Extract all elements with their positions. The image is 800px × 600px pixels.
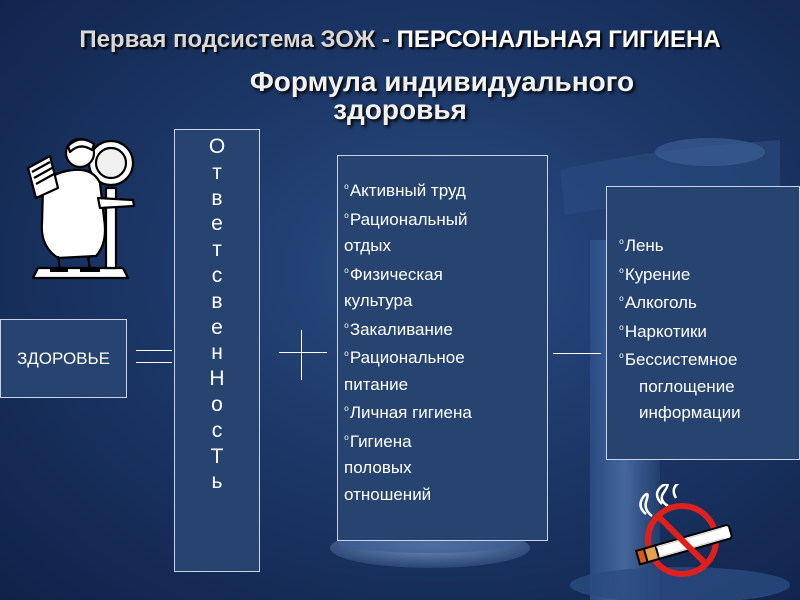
bullet-icon: ⁰ [619, 351, 624, 365]
list-item-line: ⁰Наркотики [619, 317, 795, 346]
health-term-label: ЗДОРОВЬЕ [16, 348, 111, 368]
bullet-icon: ⁰ [619, 265, 624, 280]
list-item-text: Закаливание [349, 319, 453, 339]
list-item-text: питание [344, 374, 409, 394]
no-smoking-icon [634, 484, 733, 577]
list-item-line: питание [344, 372, 543, 399]
vertical-letter: в [211, 289, 223, 313]
list-item-text: Активный труд [349, 181, 466, 200]
list-item-line: поглощение [619, 374, 795, 401]
title-prefix: Первая подсистема ЗОЖ - [79, 26, 397, 53]
list-item-text: Личная гигиена [349, 403, 472, 422]
bullet-icon: ⁰ [344, 182, 349, 196]
list-item-text: Курение [624, 264, 691, 284]
list-item-line: ⁰Курение [619, 260, 795, 289]
vertical-letter: н [211, 341, 223, 365]
bullet-icon: ⁰ [619, 294, 624, 308]
slide-subtitle: Формула индивидуального здоровья [0, 68, 800, 124]
vertical-letter: ь [211, 470, 223, 494]
plus-sign-vertical [301, 330, 302, 380]
list-item-text: отдых [344, 236, 391, 255]
list-item-line: ⁰Алкоголь [619, 288, 795, 317]
vertical-letter: с [211, 418, 223, 442]
slide-title: Первая подсистема ЗОЖ - ПЕРСОНАЛЬНАЯ ГИГ… [0, 26, 800, 54]
list-item-line: информации [619, 400, 795, 427]
list-item-line: ⁰Личная гигиена [344, 398, 543, 427]
vertical-letter: в [211, 186, 223, 210]
bullet-icon: ⁰ [619, 322, 624, 337]
vertical-letter: т [212, 238, 222, 262]
subtitle-line-1: Формула индивидуального [249, 66, 635, 97]
doctor-scale-illustration [26, 137, 136, 280]
list-item-line: ⁰Рациональный [344, 205, 543, 234]
list-item-line: ⁰Физическая [344, 260, 543, 289]
list-item-text: Физическая [349, 264, 443, 284]
bullet-icon: ⁰ [344, 320, 349, 335]
vertical-letter: с [211, 263, 223, 287]
list-item-line: культура [344, 288, 543, 315]
equals-sign-bottom-line [136, 362, 172, 363]
bullet-icon: ⁰ [344, 432, 349, 447]
subtitle-line-2: здоровья [333, 94, 467, 125]
list-item-text: информации [639, 403, 741, 422]
list-item-text: Алкоголь [624, 293, 697, 312]
equals-sign-top-line [136, 350, 172, 351]
list-item-line: отношений [344, 482, 543, 509]
list-item-text: поглощение [639, 376, 735, 396]
list-item-line: половых [344, 455, 543, 482]
bullet-icon: ⁰ [344, 404, 349, 418]
list-item-text: Лень [624, 236, 664, 255]
list-item-text: отношений [344, 484, 432, 504]
list-item-text: Гигиена [349, 431, 412, 451]
list-item-line: ⁰Гигиена [344, 427, 543, 456]
plus-sign-horizontal [279, 352, 327, 353]
bullet-icon: ⁰ [344, 265, 349, 280]
bullet-icon: ⁰ [344, 210, 349, 225]
list-item-line: ⁰Активный труд [344, 176, 543, 205]
minus-sign [553, 353, 601, 354]
title-accent: ПЕРСОНАЛЬНАЯ ГИГИЕНА [396, 26, 721, 53]
vertical-letter: Т [210, 444, 224, 468]
list-item-text: половых [344, 458, 412, 477]
bullet-icon: ⁰ [619, 237, 624, 251]
bullet-icon: ⁰ [344, 349, 349, 363]
list-item-text: культура [344, 291, 413, 310]
vertical-letter: Н [209, 367, 225, 391]
list-item-text: Наркотики [624, 321, 707, 341]
list-item-text: Рациональный [349, 209, 468, 229]
list-item-line: ⁰Бессистемное [619, 345, 795, 374]
list-item-line: ⁰Рациональное [344, 343, 543, 372]
vertical-letter: о [211, 392, 223, 416]
vertical-letter: О [208, 135, 226, 158]
vertical-letter: т [212, 160, 222, 184]
list-item-text: Бессистемное [624, 350, 738, 369]
list-item-line: ⁰Лень [619, 231, 795, 260]
list-item-line: отдых [344, 233, 543, 260]
list-item-line: ⁰Закаливание [344, 315, 543, 344]
health-term-box: ЗДОРОВЬЕ [0, 319, 127, 398]
vertical-letter: е [211, 315, 223, 339]
vertical-letter: е [211, 212, 223, 236]
list-item-text: Рациональное [349, 348, 465, 367]
